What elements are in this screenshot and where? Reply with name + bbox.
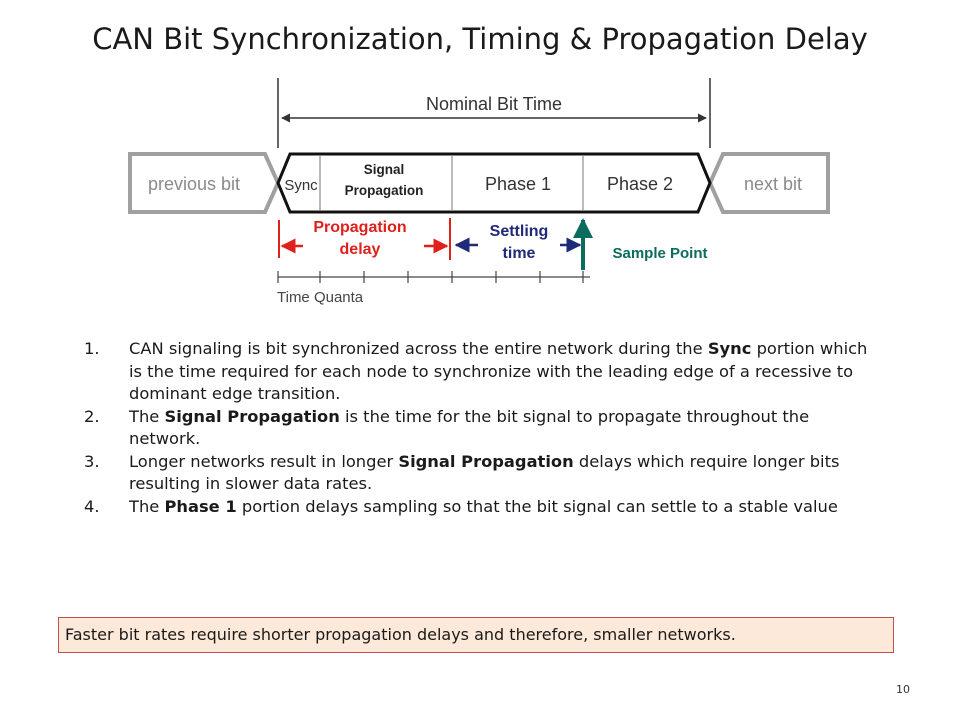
phase2-label: Phase 2 xyxy=(607,174,673,194)
previous-bit-shape xyxy=(128,152,281,214)
propagation-delay-label-1: Propagation xyxy=(313,219,406,236)
list-bold: Phase 1 xyxy=(164,496,237,516)
list-text: The xyxy=(129,496,165,516)
settling-time-label-2: time xyxy=(503,245,536,262)
list-bold: Sync xyxy=(707,339,752,358)
list-number: 3. xyxy=(84,451,100,471)
phase1-label: Phase 1 xyxy=(485,174,551,194)
page-number: 10 xyxy=(896,683,910,696)
signal-propagation-label-1: Signal xyxy=(364,162,405,177)
list-item: 4. The Phase 1 portion delays sampling so… xyxy=(84,496,884,519)
list-item: 3. Longer networks result in longer Signa… xyxy=(84,451,884,496)
previous-bit-label: previous bit xyxy=(148,174,240,194)
signal-propagation-label-2: Propagation xyxy=(345,183,424,198)
slide-title: CAN Bit Synchronization, Timing & Propag… xyxy=(92,22,868,56)
list-number: 2. xyxy=(84,406,100,426)
list-number: 4. xyxy=(84,496,100,516)
settling-time-label-1: Settling xyxy=(490,223,549,240)
list-bold: Signal Propagation xyxy=(398,451,574,471)
propagation-delay-label-2: delay xyxy=(340,241,381,258)
list-item: 1. CAN signaling is bit synchronized acro… xyxy=(84,338,884,406)
callout-box: Faster bit rates require shorter propaga… xyxy=(58,617,894,653)
list-text: Longer networks result in longer xyxy=(129,451,399,471)
list-text: portion which is the time required for e… xyxy=(129,339,868,403)
list-text: The xyxy=(129,406,165,426)
list-item: 2. The Signal Propagation is the time for… xyxy=(84,406,884,451)
time-quanta-label: Time Quanta xyxy=(277,289,364,306)
sync-label: Sync xyxy=(284,177,318,194)
next-bit-shape xyxy=(707,152,830,214)
list-text: delays which require longer bits resulti… xyxy=(129,451,840,494)
nominal-bit-time-label: Nominal Bit Time xyxy=(426,94,562,114)
bit-timing-diagram: Nominal Bit Time previous bit next bit S… xyxy=(128,78,830,306)
list-bold: Signal Propagation xyxy=(164,406,340,426)
list-text: is the time for the bit signal to propag… xyxy=(129,406,810,449)
next-bit-label: next bit xyxy=(744,174,802,194)
list-number: 1. xyxy=(84,339,100,358)
sample-point-label: Sample Point xyxy=(612,245,707,262)
current-bit-shape xyxy=(276,152,712,214)
list-text: CAN signaling is bit synchronized across… xyxy=(129,339,708,358)
list-text: portion delays sampling so that the bit … xyxy=(236,496,838,516)
explanation-list: 1. CAN signaling is bit synchronized acro… xyxy=(84,338,884,518)
